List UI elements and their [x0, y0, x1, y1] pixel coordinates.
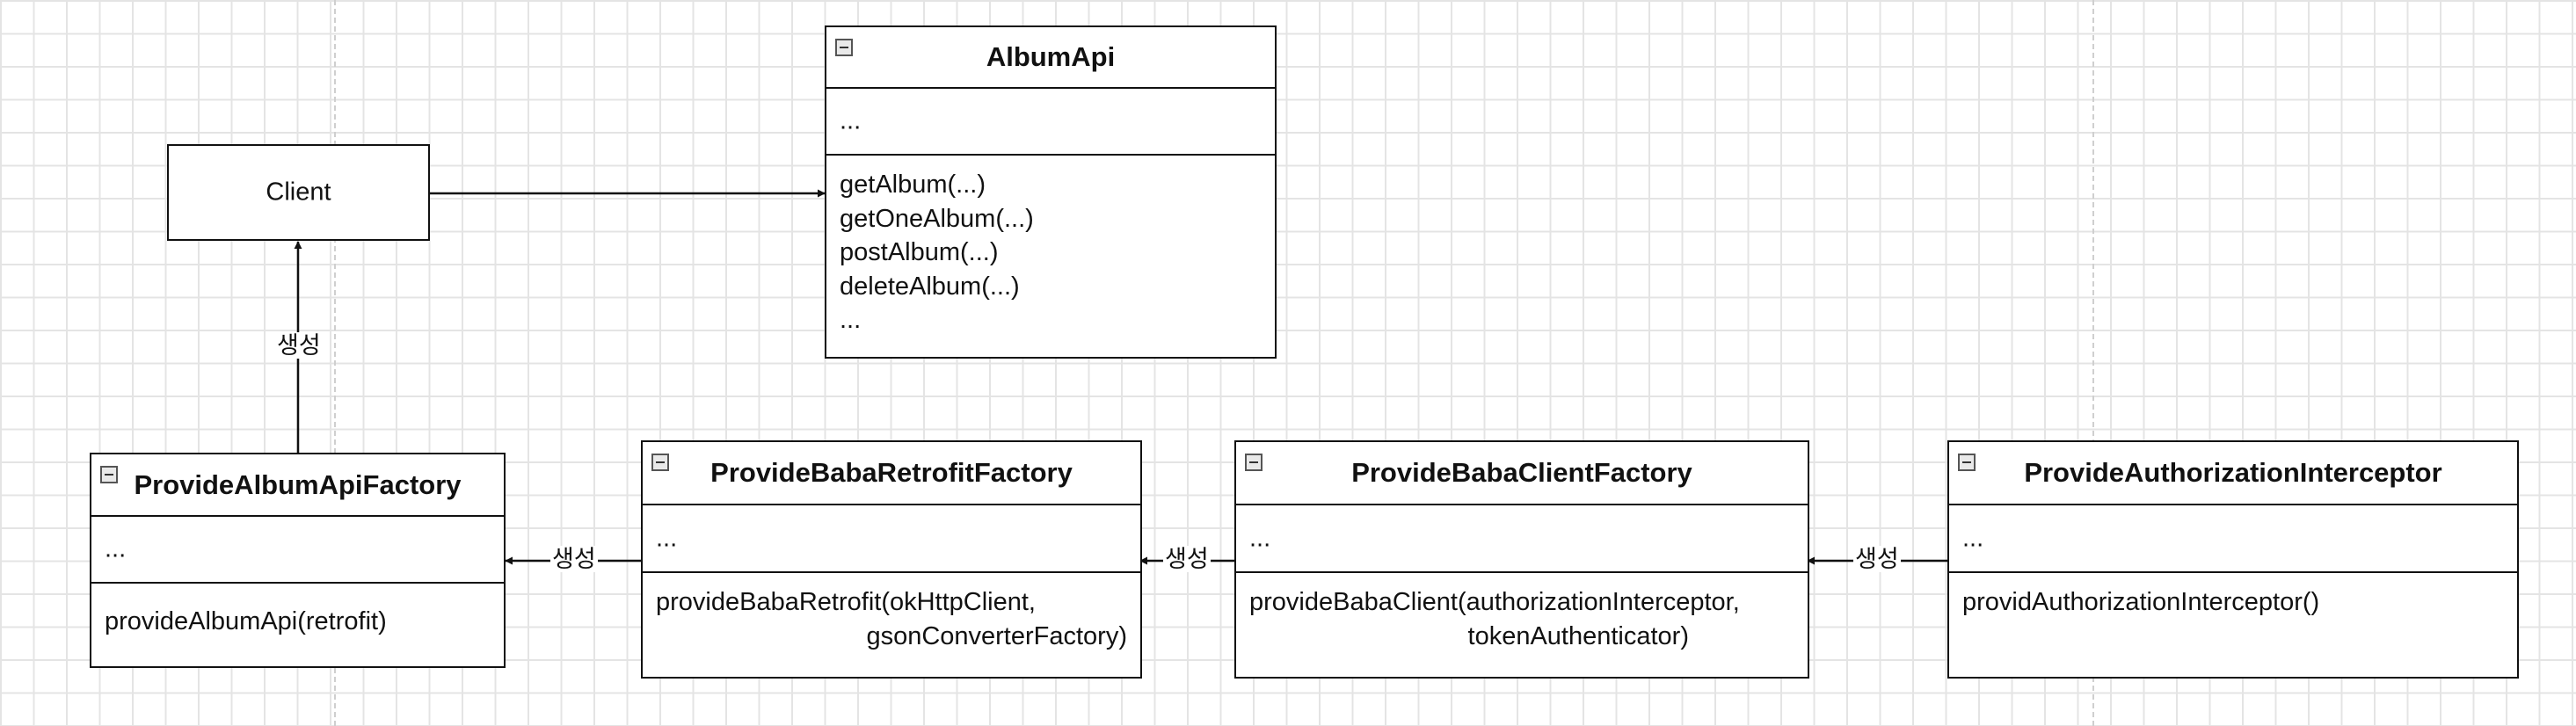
- class-header: AlbumApi: [826, 27, 1275, 89]
- class-methods: provideBabaRetrofit(okHttpClient, gsonCo…: [643, 573, 1140, 653]
- attribute-placeholder: ...: [656, 524, 678, 552]
- class-attributes: ...: [826, 89, 1275, 156]
- method-continuation: gsonConverterFactory): [866, 621, 1127, 650]
- method: provideBabaRetrofit(okHttpClient,: [656, 588, 1036, 616]
- provideauthorizationinterceptor-class[interactable]: ProvideAuthorizationInterceptor ... prov…: [1947, 440, 2519, 679]
- method: providAuthorizationInterceptor(): [1962, 588, 2320, 616]
- attribute-placeholder: ...: [840, 106, 862, 135]
- method: deleteAlbum(...): [840, 272, 1020, 301]
- collapse-icon[interactable]: [835, 39, 853, 56]
- class-attributes: ...: [1949, 505, 2517, 573]
- collapse-icon[interactable]: [100, 466, 118, 483]
- client-node[interactable]: Client: [167, 144, 430, 241]
- guide-line-right: [2092, 0, 2094, 726]
- method-continuation: tokenAuthenticator): [1467, 621, 1689, 650]
- class-attributes: ...: [91, 517, 504, 584]
- method: ...: [840, 306, 862, 334]
- class-methods: provideAlbumApi(retrofit): [91, 584, 504, 639]
- guide-line-left: [334, 0, 336, 726]
- method: getAlbum(...): [840, 171, 986, 199]
- client-label: Client: [266, 178, 331, 207]
- collapse-icon[interactable]: [1958, 454, 1976, 471]
- class-title: AlbumApi: [986, 41, 1116, 72]
- class-header: ProvideBabaRetrofitFactory: [643, 442, 1140, 505]
- class-header: ProvideBabaClientFactory: [1236, 442, 1808, 505]
- edge-label-create: 생성: [275, 332, 323, 359]
- method: getOneAlbum(...): [840, 204, 1034, 233]
- providebabaretrofitfactory-class[interactable]: ProvideBabaRetrofitFactory ... provideBa…: [641, 440, 1142, 679]
- method: postAlbum(...): [840, 238, 999, 266]
- class-attributes: ...: [1236, 505, 1808, 573]
- albumapi-class[interactable]: AlbumApi ... getAlbum(...) getOneAlbum(.…: [825, 25, 1277, 359]
- providealbumapifactory-class[interactable]: ProvideAlbumApiFactory ... provideAlbumA…: [90, 453, 506, 668]
- edge-label-create: 생성: [550, 546, 598, 572]
- class-header: ProvideAlbumApiFactory: [91, 454, 504, 517]
- class-methods: provideBabaClient(authorizationIntercept…: [1236, 573, 1808, 653]
- providebabaclientfactory-class[interactable]: ProvideBabaClientFactory ... provideBaba…: [1234, 440, 1809, 679]
- class-title: ProvideBabaRetrofitFactory: [710, 457, 1073, 488]
- class-title: ProvideAlbumApiFactory: [134, 468, 462, 500]
- attribute-placeholder: ...: [105, 534, 127, 563]
- collapse-icon[interactable]: [1245, 454, 1263, 471]
- class-attributes: ...: [643, 505, 1140, 573]
- class-header: ProvideAuthorizationInterceptor: [1949, 442, 2517, 505]
- attribute-placeholder: ...: [1962, 524, 1984, 552]
- class-methods: getAlbum(...) getOneAlbum(...) postAlbum…: [826, 156, 1275, 338]
- class-title: ProvideAuthorizationInterceptor: [2024, 457, 2442, 488]
- method: provideAlbumApi(retrofit): [105, 607, 387, 635]
- method: provideBabaClient(authorizationIntercept…: [1249, 588, 1740, 616]
- attribute-placeholder: ...: [1249, 524, 1271, 552]
- class-methods: providAuthorizationInterceptor(): [1949, 573, 2517, 620]
- edge-label-create: 생성: [1163, 546, 1211, 572]
- edge-label-create: 생성: [1853, 546, 1901, 572]
- collapse-icon[interactable]: [651, 454, 669, 471]
- class-title: ProvideBabaClientFactory: [1351, 457, 1692, 488]
